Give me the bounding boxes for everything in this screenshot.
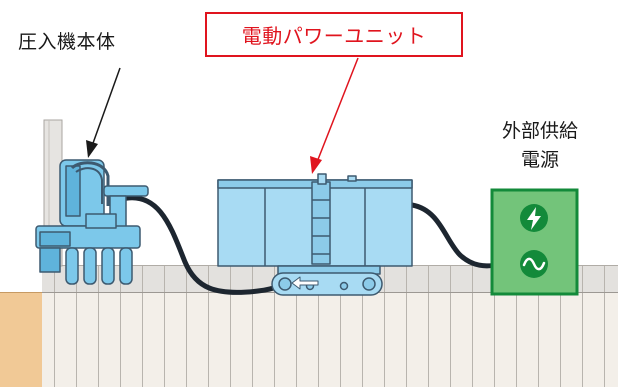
power-unit-label-box: 電動パワーユニット: [205, 12, 463, 57]
cable-unit-to-power: [409, 202, 503, 269]
electric-power-unit-label: 電動パワーユニット: [241, 24, 427, 48]
soil-section: [0, 292, 42, 387]
callout-arrowhead-power-unit: [310, 156, 322, 174]
callout-line-machine: [91, 67, 121, 147]
callout-arrows: [86, 57, 359, 174]
external-power-label-line1: 外部供給: [501, 120, 578, 142]
callout-line-power-unit: [316, 57, 359, 163]
external-power-label-line2: 電源: [520, 149, 559, 171]
external-power-box: [490, 188, 579, 296]
sheet-pile-wall: [42, 292, 618, 387]
callout-arrowhead-machine: [86, 140, 98, 158]
external-power-label: 外部供給 電源: [470, 117, 610, 175]
press-in-machine: [35, 159, 149, 285]
pile-divider-lines: [54, 266, 605, 387]
electric-power-unit: [217, 173, 413, 296]
machine-body-label: 圧入機本体: [18, 31, 116, 53]
